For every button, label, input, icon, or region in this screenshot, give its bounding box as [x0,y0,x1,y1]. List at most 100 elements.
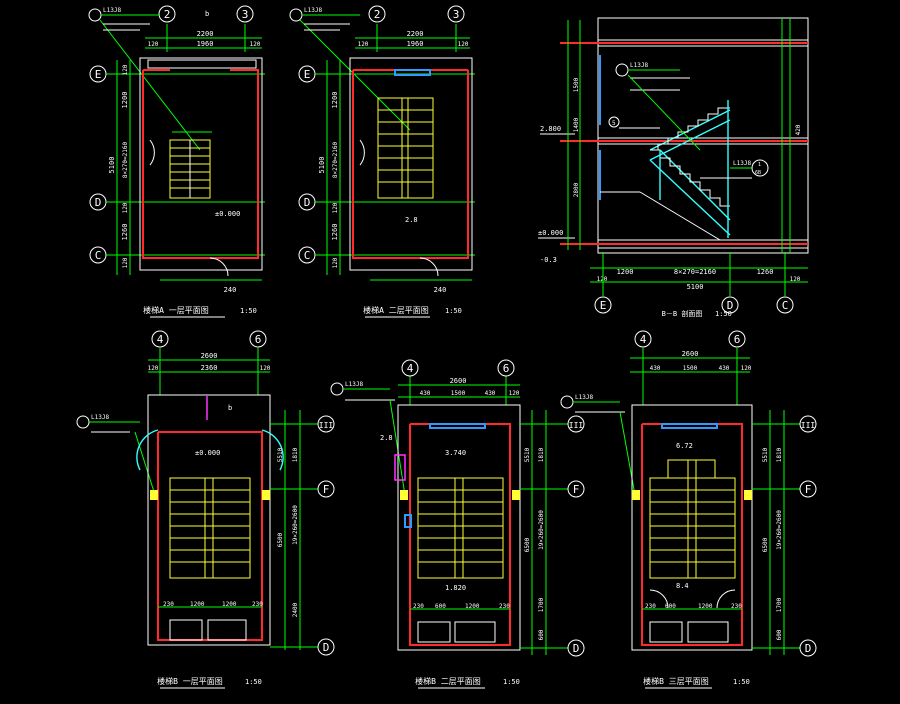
drawing-title: 楼梯B 一层平面图 [157,676,223,686]
wall-outline [409,423,511,646]
plan-b1: 4 6 2600 2360 120 120 L13J8 b [76,330,335,689]
detail-tag: L13J8 [91,414,109,421]
dim-text: 120 [790,276,801,283]
dim-text: 1500 [451,390,466,397]
door-swing [359,139,365,166]
dim-text: 1200 [121,92,129,109]
axis-bubble-D [799,639,817,657]
dim-text: 120 [458,41,469,48]
detail-index: 5 [612,120,616,127]
dim-text: 1810 [292,447,299,462]
door-swing [261,429,284,471]
axis-bubble-6 [497,359,515,377]
detail-tag: L13J8 [103,7,121,14]
dim-text: 5510 [524,447,531,462]
blue-element [404,514,412,528]
dim-text: 120 [597,276,608,283]
dim-text: 2600 [450,377,467,385]
axis-bubble-2 [158,5,176,23]
dim-text: 600 [665,603,676,610]
dim-text: 5510 [762,447,769,462]
axis-label: D [727,299,734,312]
dim-text: 5100 [318,157,326,174]
cut-mark: b [228,404,232,412]
dim-text: 430 [719,365,730,372]
drawing-scale: 1:50 [240,307,257,315]
drawing-title: 楼梯A 一层平面图 [143,305,209,315]
door-swing [419,257,439,277]
axis-label: D [573,642,580,655]
detail-index-circle [289,8,303,22]
axis-bubble-F [317,480,335,498]
dim-text: 1260 [121,224,129,241]
dim-text: 1810 [776,447,783,462]
cut-mark: b [205,10,209,18]
axis-bubble-F [567,480,585,498]
dim-text: 6500 [762,537,769,552]
dim-text: 430 [485,390,496,397]
dim-text: 120 [148,365,159,372]
axis-label: III [319,421,334,430]
axis-bubble-D [721,296,739,314]
drawing-scale: 1:50 [245,678,262,686]
axis-label: C [782,299,789,312]
dim-text: 1700 [538,597,545,612]
detail-tag: L13J8 [345,381,363,388]
axis-bubble-III [567,415,585,433]
drawing-scale: 1:50 [733,678,750,686]
dim-text: 1200 [617,268,634,276]
axis-label: 4 [407,362,414,375]
dim-text: 240 [434,286,447,294]
drawing-title: B－B 剖面图 [662,309,703,318]
dim-text: 230 [731,603,742,610]
column [150,490,158,500]
drawing-title: 楼梯B 三层平面图 [643,676,709,686]
wall-outline [157,431,263,641]
stair-flight [377,97,434,199]
dim-text: 8×270=2160 [122,142,129,179]
dim-text: 120 [260,365,271,372]
dim-text: 1260 [757,268,774,276]
axis-label: C [304,249,311,262]
detail-tag: L13J8 [733,160,751,167]
axis-bubble-D [567,639,585,657]
dim-text: 5100 [687,283,704,291]
detail-index: 1 [758,162,761,168]
dim-text: 120 [358,41,369,48]
axis-bubble-4 [401,359,419,377]
column [744,490,752,500]
magenta-element [394,454,406,481]
dim-text: 230 [252,601,263,608]
axis-label: F [323,483,330,496]
dim-text: 120 [332,202,339,213]
dim-text: 1500 [573,77,580,92]
axis-label: III [569,421,584,430]
dim-text: 120 [250,41,261,48]
drawing-title: 楼梯B 二层平面图 [415,676,481,686]
wall-outline [641,423,743,646]
axis-label: E [304,68,311,81]
axis-label: 4 [157,333,164,346]
dim-text: 120 [122,202,129,213]
detail-tag: L13J8 [304,7,322,14]
dim-text: 19×260=2600 [538,510,545,550]
dim-text: 230 [163,601,174,608]
column [632,490,640,500]
dim-text: 430 [420,390,431,397]
axis-bubble-2 [368,5,386,23]
column [512,490,520,500]
dim-text: 1700 [776,597,783,612]
column [400,490,408,500]
axis-bubble-F [799,480,817,498]
door-swing [716,589,736,609]
stair-flight [169,477,251,579]
dim-text: 430 [650,365,661,372]
dim-text: 2360 [201,364,218,372]
drawing-scale: 1:50 [715,310,732,318]
dim-text: 1200 [222,601,237,608]
axis-label: III [801,421,816,430]
axis-bubble-3 [447,5,465,23]
axis-bubble-6 [249,330,267,348]
dim-text: 420 [795,124,802,135]
